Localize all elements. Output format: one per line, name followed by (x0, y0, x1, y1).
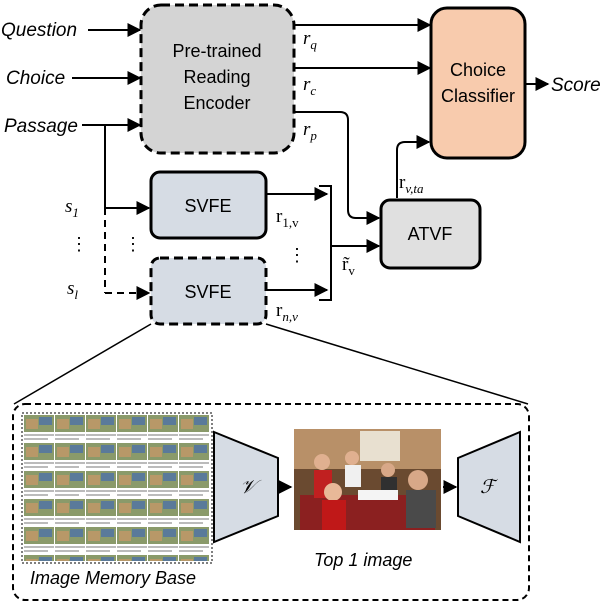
atvf-box: ATVF (379, 198, 482, 270)
classifier-line-1: Choice (450, 60, 506, 80)
r-nv-label: rn,v (276, 300, 298, 324)
score-label: Score (551, 75, 601, 96)
r-p-label: rp (303, 119, 317, 143)
encoder-line-2: Reading (183, 67, 250, 87)
memory-caption: Image Memory Base (30, 568, 196, 588)
choice-classifier-box: Choice Classifier (429, 6, 527, 160)
atvf-label: ATVF (408, 224, 453, 244)
question-label: Question (1, 20, 77, 41)
vertical-dots-mid: ⋮ (124, 234, 142, 254)
s1-label: s1 (65, 196, 79, 220)
fusion-trapezoid: ℱ (457, 430, 521, 544)
image-memory-grid (21, 412, 213, 564)
encoder-line-3: Encoder (183, 93, 250, 113)
classifier-line-2: Classifier (441, 86, 515, 106)
collection-bracket (319, 185, 332, 301)
reading-encoder-box: Pre-trained Reading Encoder (139, 3, 296, 155)
sl-label: sl (67, 278, 78, 302)
svfe-box-1: SVFE (149, 170, 268, 240)
svfe-label-2: SVFE (184, 282, 231, 302)
choice-label: Choice (6, 68, 65, 89)
zoom-line-right (265, 323, 529, 405)
r-1v-label: r1,v (276, 206, 299, 230)
r-p-arrow (295, 111, 381, 225)
top-image-caption: Top 1 image (314, 550, 412, 570)
fusion-symbol: ℱ (480, 477, 498, 498)
svfe-box-2: SVFE (149, 256, 268, 326)
encoder-line-1: Pre-trained (172, 41, 261, 61)
r-q-label: rq (303, 28, 317, 52)
visual-encoder-trapezoid: 𝒱 (213, 430, 279, 544)
vertical-dots-left: ⋮ (70, 234, 88, 254)
r-vta-arrow (396, 135, 431, 198)
r-v-label: r̃v (342, 254, 355, 278)
r-c-label: rc (303, 74, 316, 98)
passage-label: Passage (4, 116, 78, 137)
vertical-dots-right: ⋮ (288, 245, 306, 265)
r-vta-label: rv,ta (399, 172, 424, 196)
svfe-label-1: SVFE (184, 196, 231, 216)
zoom-line-left (13, 323, 152, 405)
top-1-image (294, 429, 441, 530)
